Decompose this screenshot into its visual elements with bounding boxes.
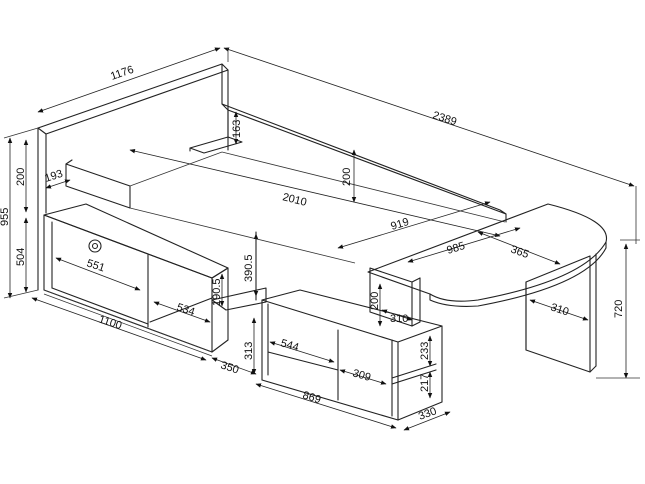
label-1100: 1100 xyxy=(97,313,123,332)
label-309: 309 xyxy=(351,367,372,384)
label-2389: 2389 xyxy=(431,109,458,128)
label-1176: 1176 xyxy=(109,64,135,83)
label-233: 233 xyxy=(419,342,431,360)
label-544: 544 xyxy=(279,337,300,354)
label-504: 504 xyxy=(15,248,27,266)
desk-top xyxy=(367,203,608,307)
dimension-lines xyxy=(3,47,640,431)
label-955: 955 xyxy=(0,208,11,226)
label-200-left: 200 xyxy=(15,168,27,186)
desk-support xyxy=(369,267,421,327)
label-390-5: 390.5 xyxy=(243,254,255,282)
label-200-desk: 200 xyxy=(369,292,381,310)
label-190-5: 190.5 xyxy=(211,278,223,306)
label-551: 551 xyxy=(85,257,106,274)
label-919: 919 xyxy=(389,216,410,233)
front-rail xyxy=(65,159,131,209)
drawer-lock xyxy=(88,239,102,253)
label-310-leg: 310 xyxy=(549,301,570,318)
label-313: 313 xyxy=(243,342,255,360)
lower-unit xyxy=(261,289,443,421)
label-163: 163 xyxy=(231,120,243,138)
storage-unit xyxy=(43,203,229,357)
label-330: 330 xyxy=(417,405,438,423)
desk-leg xyxy=(525,253,597,373)
label-310-desk: 310 xyxy=(390,313,408,325)
label-365: 365 xyxy=(509,244,530,262)
top-bracket xyxy=(189,136,243,154)
label-200-back: 200 xyxy=(341,168,353,186)
label-985: 985 xyxy=(445,240,466,257)
dimension-labels: 1176 2389 163 200 193 2010 919 985 365 9… xyxy=(0,64,625,423)
label-720: 720 xyxy=(613,300,625,318)
label-869: 869 xyxy=(301,389,322,406)
label-193: 193 xyxy=(43,168,64,185)
label-217: 217 xyxy=(419,374,431,392)
label-534: 534 xyxy=(175,301,196,318)
label-2010: 2010 xyxy=(281,191,308,209)
label-350: 350 xyxy=(219,359,240,376)
